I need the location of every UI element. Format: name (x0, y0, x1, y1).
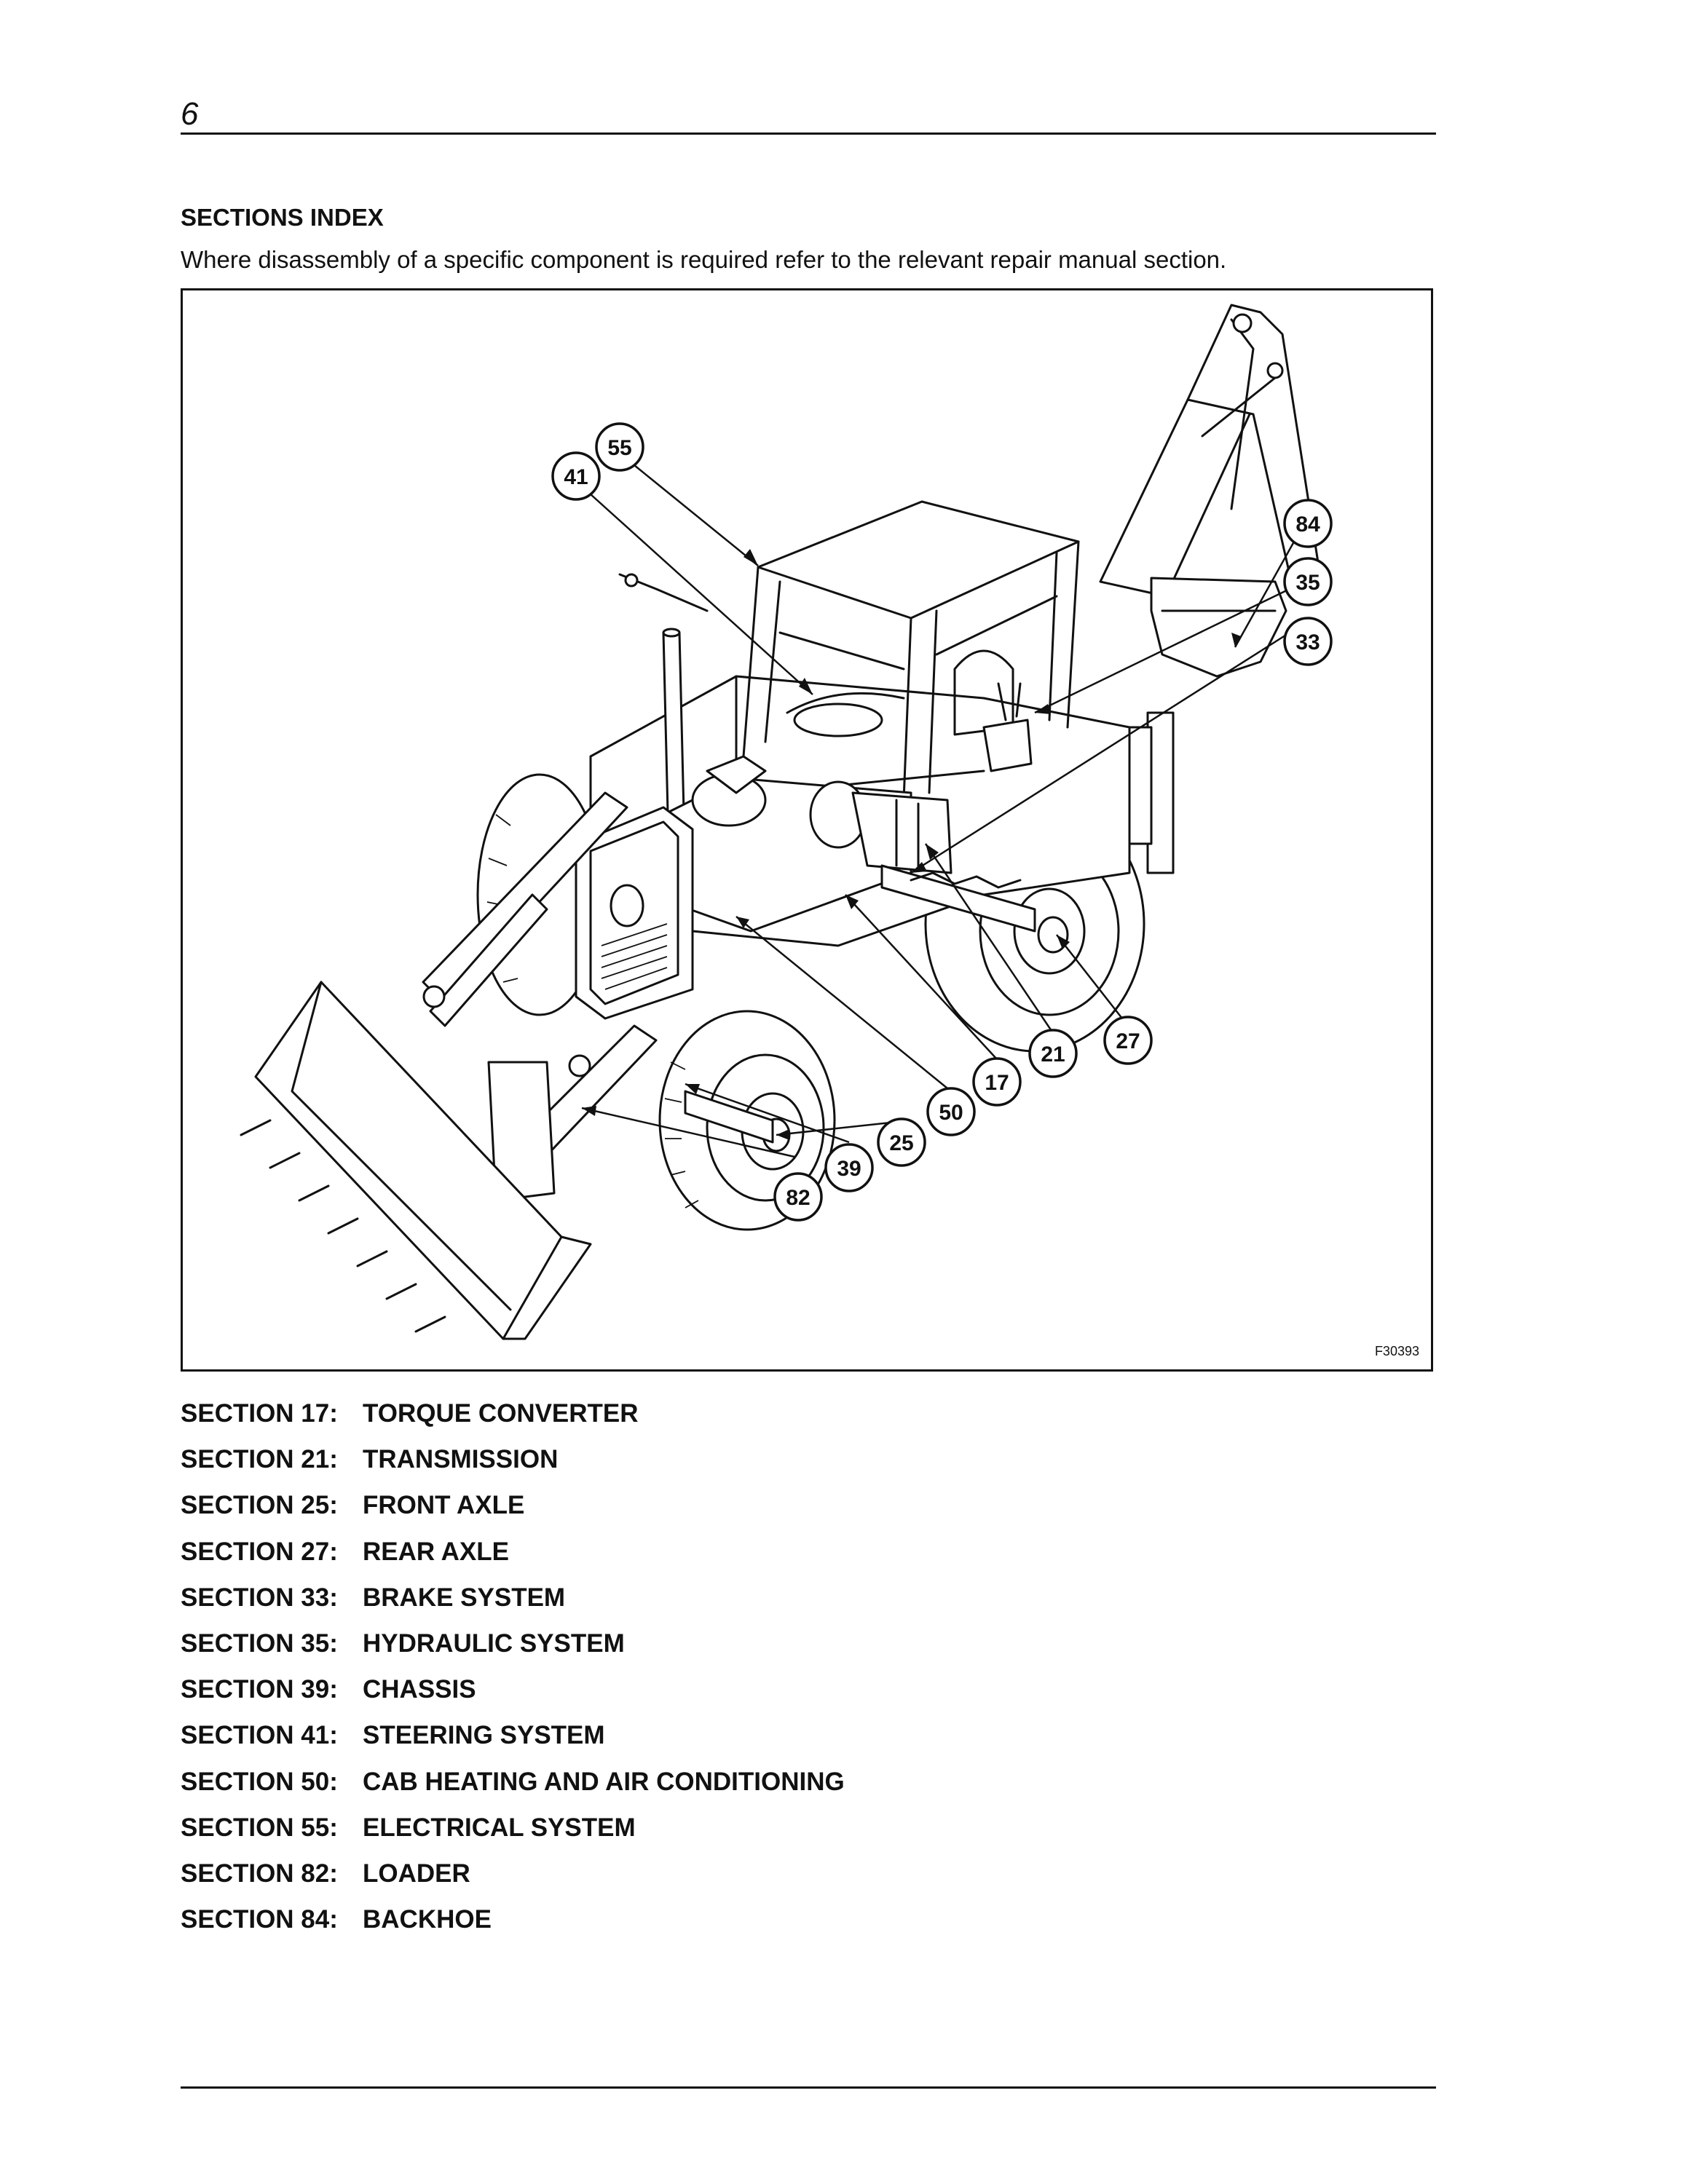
backhoe-bucket (1150, 566, 1306, 678)
section-label: SECTION 17: (181, 1399, 338, 1428)
front-axle-beam (684, 1090, 774, 1144)
leader-arrowheads (582, 549, 1241, 1140)
callout-39: 39 (824, 1143, 874, 1192)
intro-text: Where disassembly of a specific componen… (181, 246, 1227, 273)
section-title: HYDRAULIC SYSTEM (363, 1629, 625, 1658)
list-item: SECTION 21: TRANSMISSION (181, 1445, 845, 1491)
svg-text:17: 17 (985, 1071, 1009, 1095)
callout-84: 84 (1283, 499, 1333, 548)
list-item: SECTION 50: CAB HEATING AND AIR CONDITION… (181, 1768, 845, 1813)
section-label: SECTION 84: (181, 1905, 338, 1934)
callout-55: 55 (595, 422, 644, 472)
svg-text:55: 55 (607, 436, 631, 460)
callout-82: 82 (773, 1172, 823, 1222)
section-title: BRAKE SYSTEM (363, 1583, 566, 1612)
section-title: CHASSIS (363, 1675, 476, 1704)
brake-line (910, 871, 1022, 889)
list-item: SECTION 82: LOADER (181, 1859, 845, 1905)
page-number: 6 (181, 96, 199, 132)
section-label: SECTION 35: (181, 1629, 338, 1658)
section-label: SECTION 33: (181, 1583, 338, 1612)
backhoe-arm (1099, 304, 1320, 598)
svg-text:50: 50 (939, 1101, 963, 1125)
callout-50: 50 (926, 1087, 976, 1136)
sections-index-list: SECTION 17: TORQUE CONVERTER SECTION 21: T… (181, 1399, 845, 1951)
callout-33: 33 (1283, 617, 1333, 666)
section-label: SECTION 41: (181, 1721, 338, 1750)
section-title: TORQUE CONVERTER (363, 1399, 639, 1428)
section-title: REAR AXLE (363, 1537, 509, 1566)
section-title: CAB HEATING AND AIR CONDITIONING (363, 1767, 845, 1796)
figure-code: F30393 (1374, 1344, 1419, 1358)
list-item: SECTION 35: HYDRAULIC SYSTEM (181, 1629, 845, 1675)
callout-21: 21 (1028, 1029, 1078, 1078)
section-label: SECTION 21: (181, 1445, 338, 1474)
engine-compartment (647, 755, 953, 933)
svg-text:35: 35 (1295, 571, 1320, 595)
svg-text:41: 41 (564, 465, 588, 489)
callout-25: 25 (877, 1117, 926, 1167)
svg-text:84: 84 (1295, 513, 1320, 537)
callout-41: 41 (551, 451, 601, 501)
section-title: BACKHOE (363, 1905, 492, 1934)
list-item: SECTION 39: CHASSIS (181, 1675, 845, 1721)
section-title: LOADER (363, 1859, 470, 1888)
section-title: STEERING SYSTEM (363, 1721, 605, 1750)
list-item: SECTION 41: STEERING SYSTEM (181, 1721, 845, 1767)
svg-text:33: 33 (1295, 630, 1320, 654)
callout-35: 35 (1283, 557, 1333, 606)
list-item: SECTION 27: REAR AXLE (181, 1538, 845, 1583)
backhoe-loader-figure: 55 41 84 35 33 27 21 17 50 25 39 (181, 288, 1433, 1372)
section-label: SECTION 55: (181, 1813, 338, 1842)
section-title: FRONT AXLE (363, 1491, 525, 1520)
footer-rule (181, 2086, 1436, 2089)
svg-text:39: 39 (837, 1157, 861, 1181)
loader-arms (422, 791, 658, 1202)
svg-text:25: 25 (889, 1131, 913, 1155)
cab (742, 500, 1080, 802)
list-item: SECTION 33: BRAKE SYSTEM (181, 1583, 845, 1629)
svg-text:21: 21 (1041, 1042, 1065, 1067)
list-item: SECTION 84: BACKHOE (181, 1905, 845, 1951)
section-label: SECTION 50: (181, 1767, 338, 1796)
callout-27: 27 (1103, 1016, 1153, 1065)
list-item: SECTION 17: TORQUE CONVERTER (181, 1399, 845, 1445)
section-title: TRANSMISSION (363, 1445, 559, 1474)
section-title: ELECTRICAL SYSTEM (363, 1813, 636, 1842)
loader-bucket (240, 981, 592, 1340)
svg-text:82: 82 (786, 1186, 810, 1210)
svg-text:27: 27 (1116, 1029, 1140, 1053)
section-label: SECTION 27: (181, 1537, 338, 1566)
list-item: SECTION 25: FRONT AXLE (181, 1491, 845, 1537)
header-rule (181, 132, 1436, 135)
rear-axle-beam (880, 864, 1036, 933)
section-label: SECTION 39: (181, 1675, 338, 1704)
section-label: SECTION 82: (181, 1859, 338, 1888)
section-label: SECTION 25: (181, 1491, 338, 1520)
radiator-grille (575, 806, 694, 1020)
list-item: SECTION 55: ELECTRICAL SYSTEM (181, 1813, 845, 1859)
callout-17: 17 (972, 1057, 1022, 1107)
page-title: SECTIONS INDEX (181, 204, 384, 231)
backhoe-loader-illustration: 55 41 84 35 33 27 21 17 50 25 39 (240, 304, 1333, 1340)
stabilizer-ram (1128, 726, 1153, 845)
